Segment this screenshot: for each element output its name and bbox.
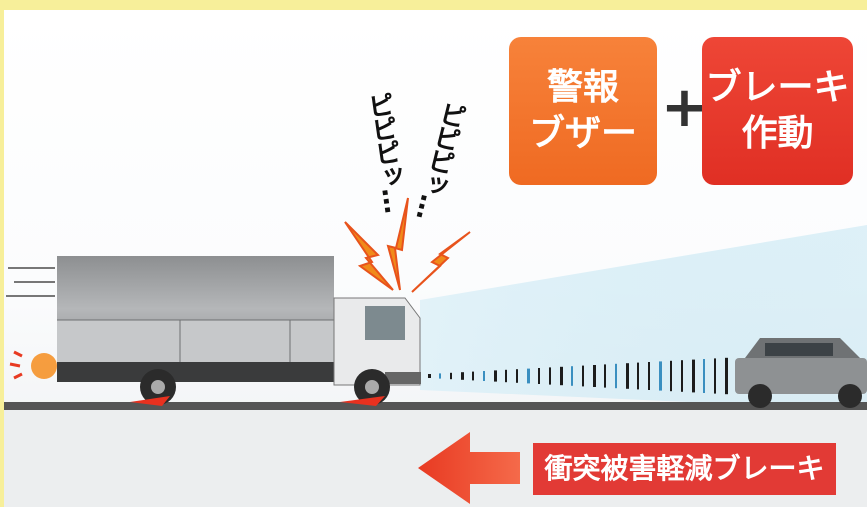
radar-pulse-bar [472,371,474,381]
plus-sign: + [661,75,708,140]
truck-bumper [385,372,421,384]
radar-pulse-bar [428,374,431,378]
car-window [765,343,833,356]
radar-pulse-bar [450,372,452,380]
truck-windshield [365,306,405,340]
brake-light-glow [31,353,57,379]
radar-pulse-bar [538,368,540,384]
radar-pulse-bar [549,367,551,385]
motion-lines [6,267,55,297]
radar-pulse-bar [461,372,464,380]
radar-pulse-bar [692,359,695,393]
alert-burst [344,197,471,293]
radar-pulse-bar [494,370,497,382]
radar-pulse-bar [571,366,573,386]
radar-pulse-bar [505,369,507,383]
rear-wheel-hub [151,380,165,394]
left-arrow [418,432,520,504]
radar-pulse-bar [637,362,639,390]
radar-pulse-bar [593,365,596,387]
radar-pulse-bar [516,369,518,383]
warning-box-line2: ブザー [528,113,637,154]
radar-pulse-bar [648,362,650,390]
car-body [735,358,867,394]
car-front-wheel [838,384,862,408]
radar-pulse-bar [703,359,705,393]
radar-pulse-bar [681,360,683,392]
cargo-ribs [57,319,334,362]
radar-pulse-bar [659,361,662,391]
brake-activation-box: ブレーキ 作動 [702,37,853,185]
radar-pulse-bar [725,357,728,395]
radar-pulse-bar [439,373,441,379]
brake-mark-front [340,396,385,406]
radar-pulse-bar [615,363,617,389]
radar-pulse-bar [582,365,584,387]
radar-pulse-bar [626,363,629,389]
radar-pulse-bar [483,371,485,381]
front-wheel-hub [365,380,379,394]
brake-box-line1: ブレーキ [705,67,850,108]
brake-box-line2: 作動 [741,113,814,154]
road-surface [4,402,867,410]
collision-mitigation-brake-label: 衝突被害軽減ブレーキ [533,443,836,495]
warning-buzzer-box: 警報 ブザー [509,37,657,185]
radar-pulses [428,357,728,395]
truck-cargo-bottom [57,320,334,362]
radar-pulse-bar [714,358,716,394]
radar-pulse-bar [560,366,563,386]
warning-box-line1: 警報 [546,67,619,108]
radar-pulse-bar [604,364,606,388]
radar-pulse-bar [527,368,530,384]
radar-pulse-bar [670,360,672,392]
brake-mark-rear [130,396,170,406]
car-rear-wheel [748,384,772,408]
brake-light-marks [9,350,23,380]
